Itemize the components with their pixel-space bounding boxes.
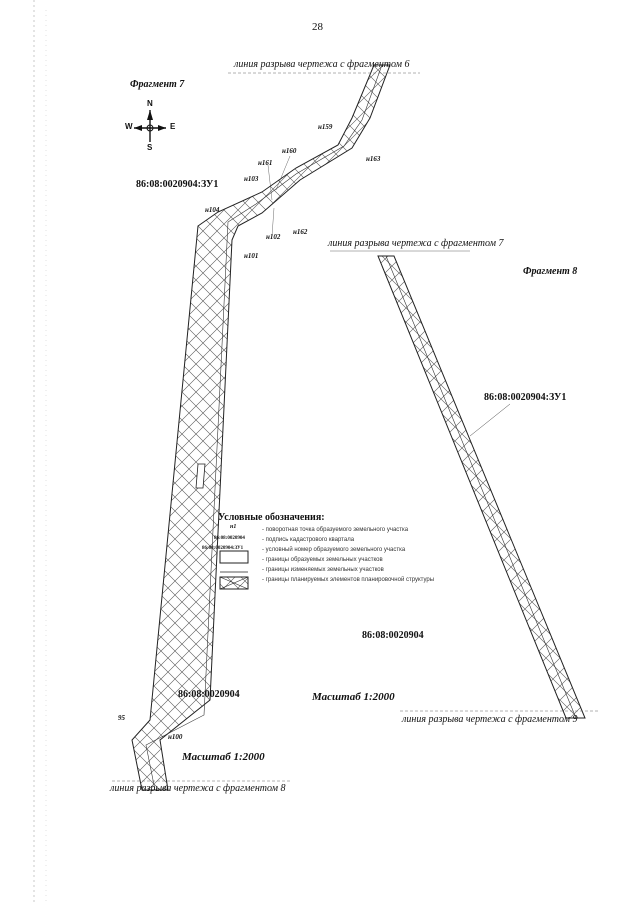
compass-rose — [134, 110, 166, 142]
compass-n: N — [147, 99, 153, 108]
compass-w: W — [125, 122, 133, 131]
legend-row-number: 86:08:0020904:ЗУ1 - условный номер образ… — [202, 546, 478, 558]
point-n104: н104 — [205, 206, 220, 214]
point-n103: н103 — [244, 175, 259, 183]
break-label-mid7: линия разрыва чертежа с фрагментом 7 — [328, 238, 504, 249]
legend-row-quarter: 86:08:0020904 - подпись кадастрового ква… — [214, 536, 478, 548]
break-label-bottom8: линия разрыва чертежа с фрагментом 8 — [110, 783, 286, 794]
point-n160: н160 — [282, 147, 297, 155]
legend-symbol-quarter: 86:08:0020904 — [214, 536, 245, 541]
legend-symbol-point: н1 — [230, 524, 237, 530]
quarter-label-center: 86:08:0020904 — [362, 630, 424, 641]
parcel-label-zu-right: 86:08:0020904:ЗУ1 — [484, 392, 567, 403]
leader-n161 — [267, 164, 273, 201]
quarter-label-left: 86:08:0020904 — [178, 689, 240, 700]
point-n159: н159 — [318, 123, 333, 131]
leader-zu-right — [469, 403, 511, 437]
legend-title: Условные обозначения: — [218, 512, 325, 523]
point-n163: н163 — [366, 155, 381, 163]
strip8-inner-line — [385, 255, 577, 719]
leader-n102 — [271, 207, 275, 237]
scale-center: Масштаб 1:2000 — [312, 691, 395, 703]
legend-row-point: н1 - поворотная точка образуемого земель… — [218, 524, 478, 538]
parcel-label-zu-left: 86:08:0020904:ЗУ1 — [136, 179, 219, 190]
point-n161: н161 — [258, 159, 273, 167]
scale-bottom: Масштаб 1:2000 — [182, 751, 265, 763]
break-label-top6: линия разрыва чертежа с фрагментом 6 — [234, 59, 410, 70]
legend-row-changed: - границы изменяемых земельных участков — [218, 566, 478, 578]
strip-inner-line — [145, 64, 383, 791]
fragment7-title: Фрагмент 7 — [130, 79, 185, 90]
point-n102: н102 — [266, 233, 281, 241]
compass-s: S — [147, 143, 153, 152]
legend-text-quarter: - подпись кадастрового квартала — [262, 537, 355, 543]
point-n162: н162 — [293, 228, 308, 236]
page-number: 28 — [312, 21, 323, 33]
legend-symbol-formed — [219, 550, 249, 564]
strip-fragment7 — [131, 64, 391, 791]
legend-text-planned: - границы планируемых элементов планиров… — [262, 577, 435, 583]
legend-row-planned: - границы планируемых элементов планиров… — [218, 576, 478, 588]
legend-text-number: - условный номер образуемого земельного … — [262, 547, 406, 553]
leader-n160 — [275, 155, 291, 191]
strip-fragment8 — [377, 255, 586, 719]
small-notch — [195, 463, 206, 489]
point-95: 95 — [118, 714, 125, 722]
point-n101: н101 — [244, 252, 259, 260]
legend-text-point: - поворотная точка образуемого земельног… — [262, 527, 409, 533]
compass-e: E — [170, 122, 176, 131]
point-n100: н100 — [168, 733, 183, 741]
fragment8-title: Фрагмент 8 — [523, 266, 578, 277]
legend-text-formed: - границы образуемых земельных участков — [262, 557, 383, 563]
break-label-bottom9: линия разрыва чертежа с фрагментом 9 — [402, 714, 578, 725]
legend-text-changed: - границы изменяемых земельных участков — [262, 567, 384, 573]
legend-symbol-number: 86:08:0020904:ЗУ1 — [202, 546, 244, 551]
legend-row-formed: - границы образуемых земельных участков — [218, 556, 478, 568]
